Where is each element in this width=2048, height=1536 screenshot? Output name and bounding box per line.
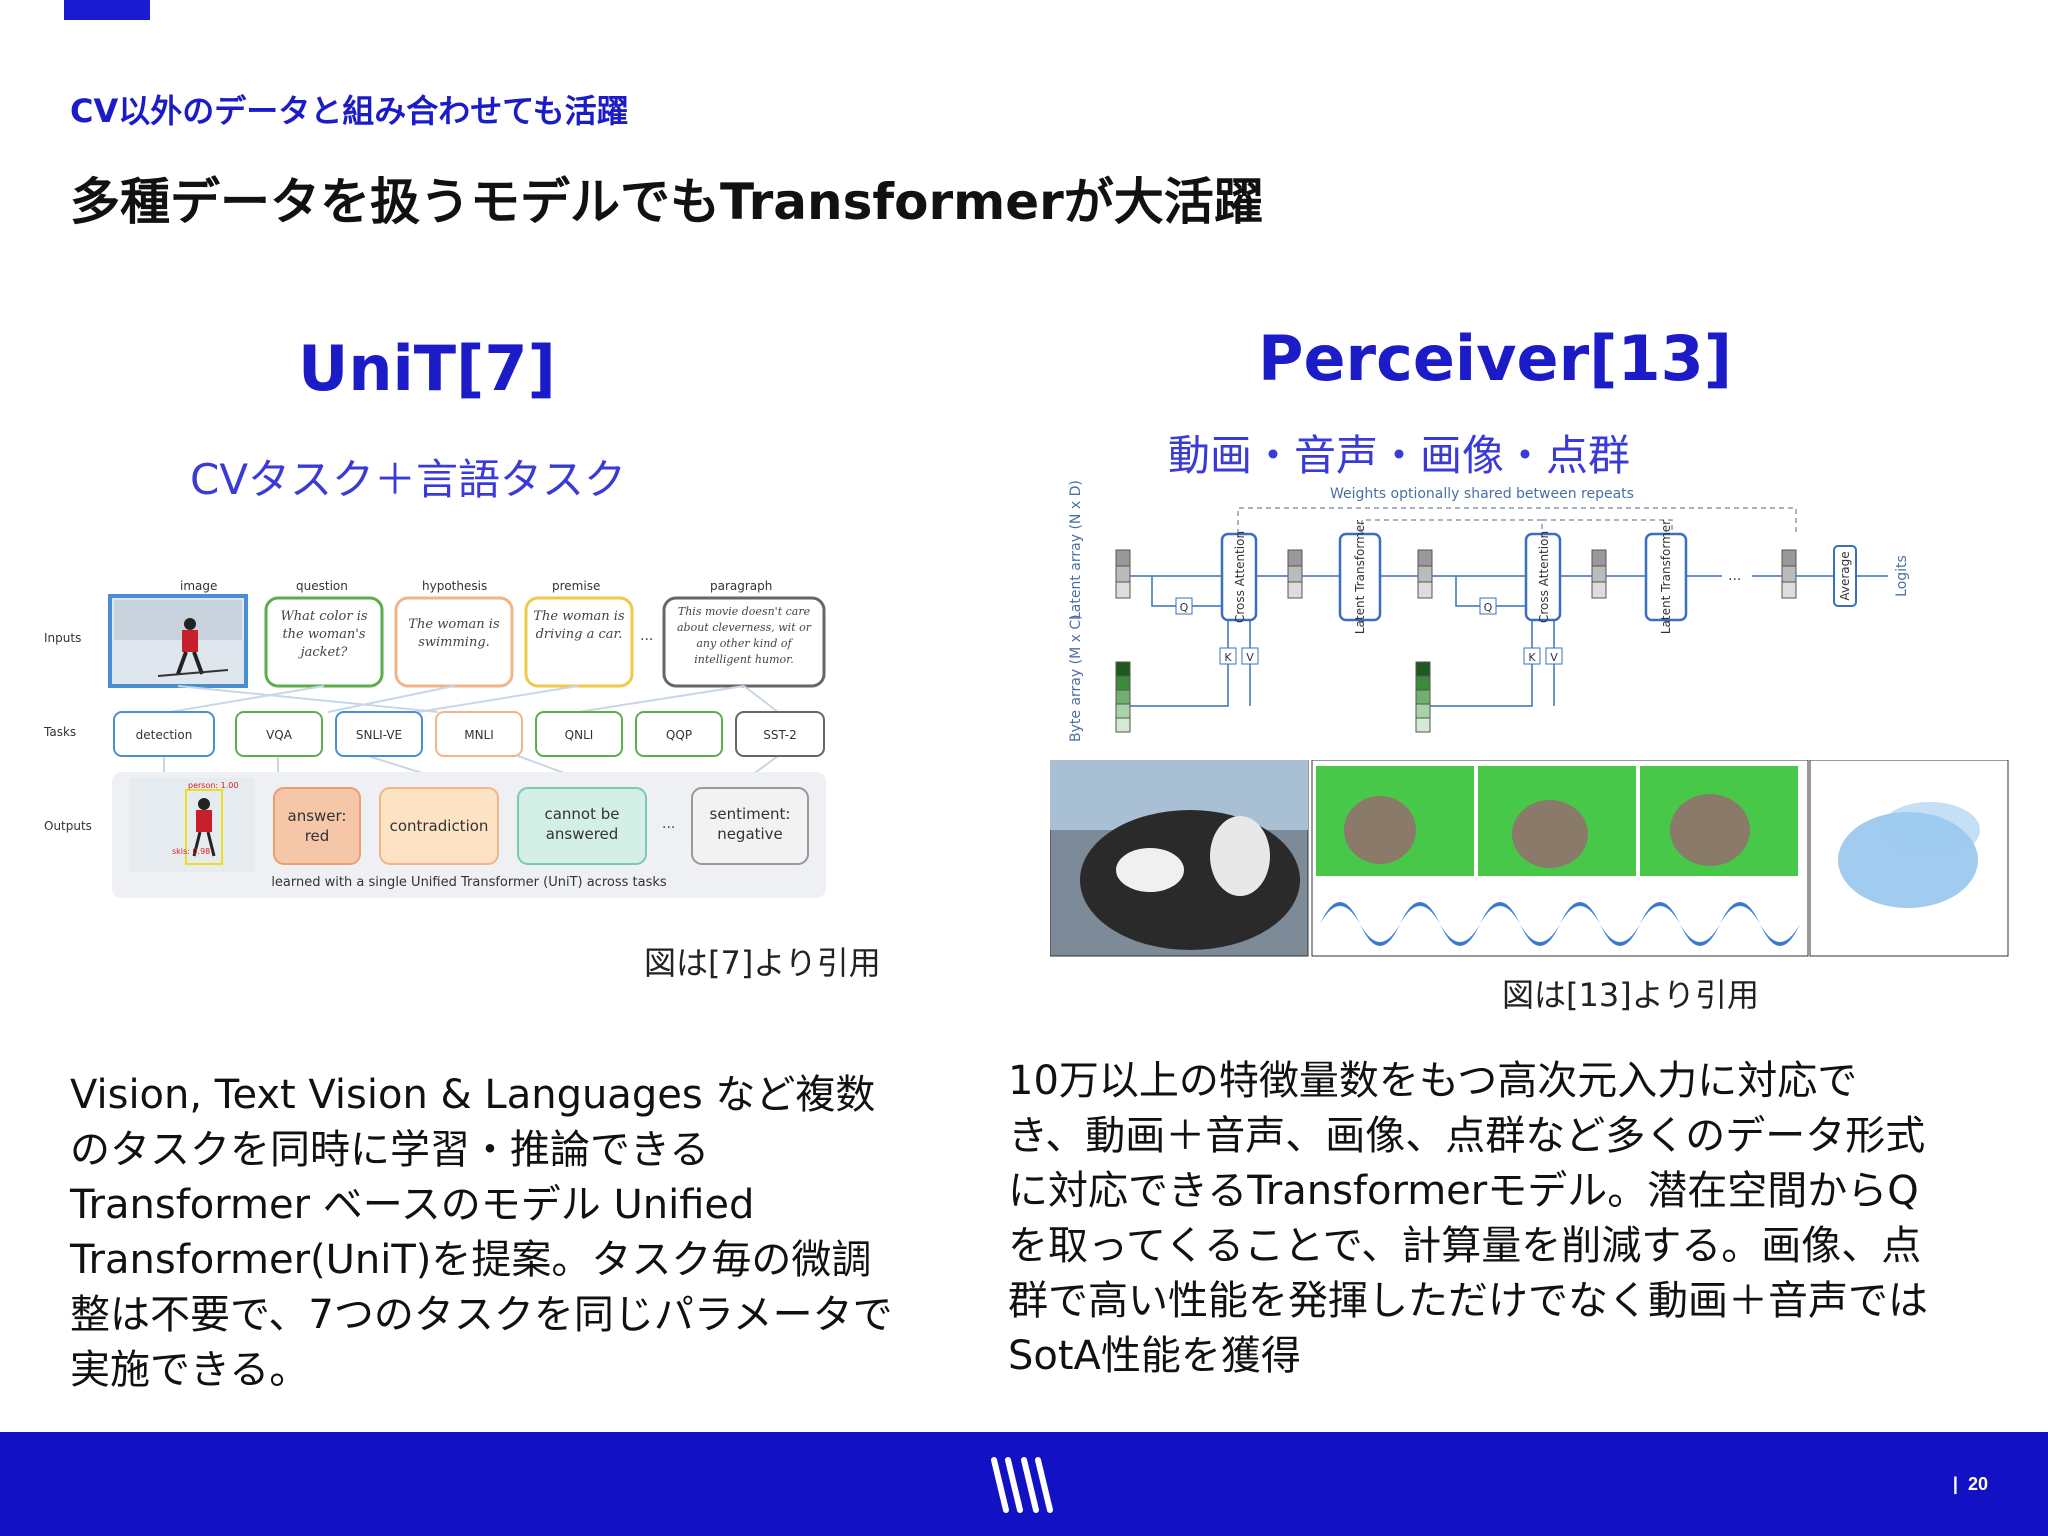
output-sentiment <box>691 787 809 865</box>
footer-bar <box>0 1432 2048 1536</box>
svg-text:QQP: QQP <box>666 728 692 742</box>
unit-title: UniT[7] <box>298 332 556 405</box>
svg-text:K: K <box>1224 651 1232 664</box>
det-label-skis: skis: 0.98 <box>172 847 210 856</box>
latent-transformer-2 <box>1644 532 1688 622</box>
page-number: | 20 <box>1953 1474 1988 1495</box>
detection-output-image <box>130 778 254 872</box>
svg-text:Latent Transformer: Latent Transformer <box>1659 520 1673 634</box>
byte-array-2 <box>1415 661 1431 733</box>
task-mnli <box>435 711 523 757</box>
det-label-person: person: 1.00 <box>188 781 238 790</box>
latent-array-4 <box>1591 549 1607 599</box>
svg-text:Cross Attention: Cross Attention <box>1537 531 1551 623</box>
header-hypothesis: hypothesis <box>422 579 487 593</box>
row-label-inputs: Inputs <box>44 631 81 645</box>
latent-array-1 <box>1115 549 1131 599</box>
unit-description: Vision, Text Vision & Languages など複数のタスク… <box>70 1072 893 1393</box>
svg-text:SST-2: SST-2 <box>763 728 796 742</box>
row-label-outputs: Outputs <box>44 819 92 833</box>
shared-weights-label: Weights optionally shared between repeat… <box>1330 486 1634 502</box>
svg-text:K: K <box>1528 651 1536 664</box>
task-detection <box>113 711 215 757</box>
latent-array-5 <box>1781 549 1797 599</box>
task-sst-2 <box>735 711 825 757</box>
latent-array-3 <box>1417 549 1433 599</box>
perceiver-title: Perceiver[13] <box>1258 322 1733 395</box>
header-question: question <box>296 579 348 593</box>
perceiver-architecture-figure: Weights optionally shared between repeat… <box>1052 480 1932 746</box>
video-audio-example <box>1311 760 1809 957</box>
input-ellipsis: ... <box>640 628 653 644</box>
svg-text:SNLI-VE: SNLI-VE <box>356 728 402 742</box>
task-snli-ve <box>335 711 423 757</box>
slide-title: 多種データを扱うモデルでもTransformerが大活躍 <box>70 173 1264 231</box>
cross-attention-1 <box>1220 532 1258 622</box>
row-label-tasks: Tasks <box>43 725 76 739</box>
task-qnli <box>535 711 623 757</box>
paragraph-text: This movie doesn't care about cleverness… <box>676 605 811 666</box>
output-contradiction <box>379 787 499 865</box>
output-answer-red <box>273 787 361 865</box>
header-premise: premise <box>552 579 600 593</box>
svg-text:contradiction: contradiction <box>390 817 489 835</box>
output-cannot-be-answered <box>517 787 647 865</box>
svg-text:Q: Q <box>1484 601 1493 614</box>
premise-text: The woman is driving a car. <box>533 609 625 642</box>
unit-figure: Inputs Tasks Outputs image question hypo… <box>38 572 838 902</box>
svg-text:Average: Average <box>1838 551 1852 600</box>
output-ellipsis: ... <box>662 816 675 832</box>
svg-text:Cross Attention: Cross Attention <box>1233 531 1247 623</box>
section-label: CV以外のデータと組み合わせても活躍 <box>70 92 629 130</box>
unit-caption: 図は[7]より引用 <box>644 944 881 982</box>
premise-box <box>524 596 634 688</box>
perceiver-caption: 図は[13]より引用 <box>1502 976 1760 1014</box>
latent-array-label: Latent array (N x D) <box>1068 480 1084 620</box>
svg-text:...: ... <box>1728 568 1741 584</box>
svg-text:QNLI: QNLI <box>565 728 594 742</box>
cross-attention-2 <box>1524 532 1562 622</box>
logits-label: Logits <box>1894 555 1910 597</box>
svg-text:detection: detection <box>136 728 193 742</box>
svg-text:MNLI: MNLI <box>464 728 494 742</box>
company-logo-icon <box>991 1457 1053 1513</box>
svg-text:V: V <box>1550 651 1558 664</box>
dog-image <box>1050 760 1309 957</box>
byte-array-1 <box>1115 661 1131 733</box>
header-paragraph: paragraph <box>710 579 772 593</box>
latent-transformer-1 <box>1338 532 1382 622</box>
page-separator: | <box>1952 1474 1958 1494</box>
svg-text:VQA: VQA <box>266 728 293 742</box>
svg-text:Q: Q <box>1180 601 1189 614</box>
svg-text:Latent Transformer: Latent Transformer <box>1353 520 1367 634</box>
task-vqa <box>235 711 323 757</box>
top-accent-bar <box>64 0 150 20</box>
task-qqp <box>635 711 723 757</box>
perceiver-description: 10万以上の特徴量数をもつ高次元入力に対応でき、動画＋音声、画像、点群など多くの… <box>1008 1058 1928 1379</box>
svg-text:V: V <box>1246 651 1254 664</box>
hypothesis-text: The woman is swimming. <box>408 617 500 650</box>
latent-array-2 <box>1287 549 1303 599</box>
byte-array-label: Byte array (M x C) <box>1068 614 1084 742</box>
question-text: What color is the woman's jacket? <box>280 609 368 660</box>
point-cloud-example <box>1809 760 2009 957</box>
unit-figure-footer: learned with a single Unified Transforme… <box>271 875 667 890</box>
page-number-value: 20 <box>1967 1474 1988 1494</box>
unit-subtitle: CVタスク＋言語タスク <box>190 455 627 504</box>
perceiver-data-examples <box>1050 760 2009 957</box>
perceiver-subtitle: 動画・音声・画像・点群 <box>1168 431 1631 480</box>
header-image: image <box>180 579 217 593</box>
